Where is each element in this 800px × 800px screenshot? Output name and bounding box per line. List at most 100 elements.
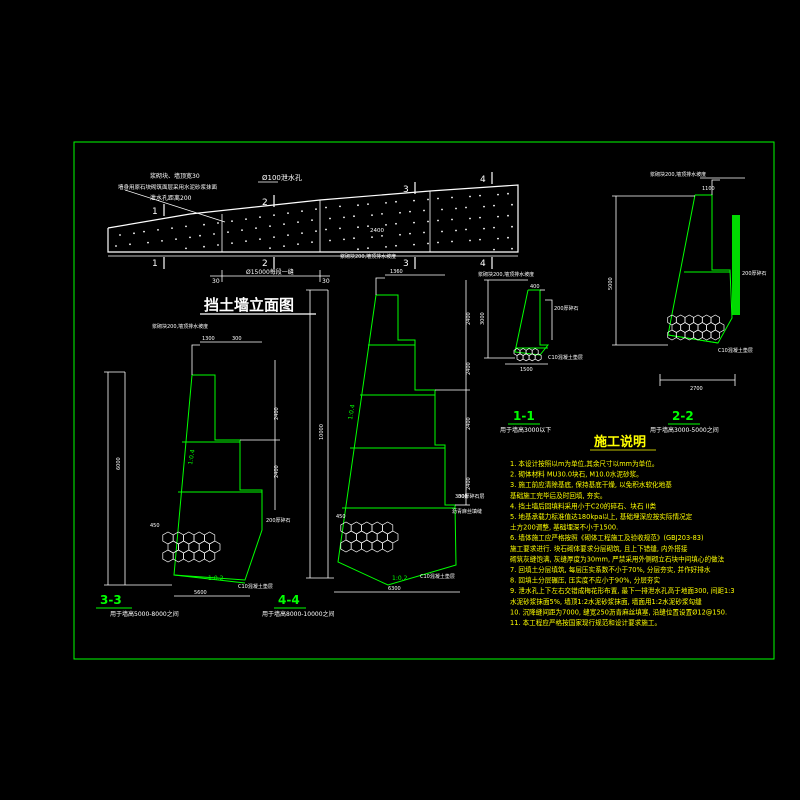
drain-hole-dot bbox=[423, 231, 425, 234]
sec-1-1-dim-1: 400 bbox=[530, 284, 540, 290]
drain-hole-dot bbox=[493, 248, 495, 251]
sec-4-4-dim-2: 2400 bbox=[466, 312, 472, 325]
drain-hole-dot bbox=[409, 232, 411, 235]
gravel-hexagon bbox=[371, 539, 383, 553]
drain-hole-dot bbox=[315, 208, 317, 211]
drain-hole-dot bbox=[283, 223, 285, 226]
elevation-title: 挡土墙立面图 bbox=[204, 296, 294, 314]
drain-hole-dot bbox=[381, 235, 383, 237]
drain-hole-dot bbox=[451, 196, 453, 199]
sec-1-1-note-top: 浆砌块200,墙顶排水坡度 bbox=[478, 271, 534, 278]
drain-hole-dot bbox=[231, 242, 233, 245]
sec-4-4-label: 4-4 bbox=[278, 593, 300, 607]
sec-1-1-dim-3: 1500 bbox=[520, 367, 533, 373]
drain-hole-dot bbox=[441, 230, 443, 233]
sec-4-4-dim-3: 2400 bbox=[466, 362, 472, 375]
note-line: 8. 回填土分层碾压, 压实度不应小于90%, 分层夯实 bbox=[510, 576, 661, 585]
drain-hole-dot bbox=[441, 208, 443, 211]
note-line: 土方200调整, 基础埋深不小于1500. bbox=[510, 523, 618, 532]
drain-hole-dot bbox=[371, 214, 373, 217]
note-line: 6. 墙体施工应严格按照《砌体工程施工及验收规范》(GBJ203-83) bbox=[510, 533, 704, 542]
drain-hole-dot bbox=[273, 214, 275, 217]
elevation-dim-top: 2400 bbox=[370, 228, 384, 234]
gravel-hexagon bbox=[183, 549, 195, 563]
drain-hole-label: Ø100泄水孔 bbox=[262, 173, 302, 182]
drain-hole-dot bbox=[245, 240, 247, 243]
drain-hole-dot bbox=[437, 219, 439, 222]
sec-2-2-note-top: 浆砌块200,墙顶排水坡度 bbox=[650, 171, 706, 178]
drain-hole-dot bbox=[161, 240, 163, 242]
drain-hole-dot bbox=[455, 229, 457, 232]
drain-hole-dot bbox=[297, 243, 299, 246]
drain-hole-dot bbox=[273, 236, 275, 239]
drain-hole-dot bbox=[343, 238, 345, 241]
sec-4-4-dim-8: 6300 bbox=[388, 586, 401, 592]
gravel-hexagon bbox=[350, 539, 362, 553]
drain-hole-dot bbox=[511, 247, 513, 250]
note-line: 1. 本设计按照以m为单位,其余尺寸以mm为单位。 bbox=[510, 459, 658, 468]
drain-hole-dot bbox=[227, 231, 229, 234]
drain-hole-dot bbox=[455, 207, 457, 210]
drain-hole-dot bbox=[507, 192, 509, 195]
drain-hole-dot bbox=[497, 193, 499, 196]
note-line: 9. 泄水孔上下左右交错成梅花形布置, 最下一排泄水孔高于地面300, 间距1:… bbox=[510, 586, 735, 595]
section-2-2: 浆砌块200,墙顶排水坡度 1100 5000 2700 200厚碎石 C10混… bbox=[608, 171, 767, 434]
drain-hole-dot bbox=[437, 241, 439, 244]
drain-hole-dot bbox=[511, 203, 513, 206]
gravel-hexagon bbox=[172, 549, 184, 563]
drain-hole-dot bbox=[357, 204, 359, 207]
drain-hole-dot bbox=[297, 221, 299, 224]
sec-1-1-note-c10: C10混凝土垫层 bbox=[548, 354, 583, 361]
drain-holes bbox=[115, 192, 513, 251]
drain-hole-dot bbox=[129, 243, 131, 246]
sec-3-3-note-c10: C10混凝土垫层 bbox=[238, 583, 273, 590]
sec-2-2-note-c10: C10混凝土垫层 bbox=[718, 347, 753, 354]
gravel-hexagon bbox=[693, 329, 703, 341]
drain-hole-dot bbox=[119, 234, 121, 236]
drain-hole-dot bbox=[217, 244, 219, 246]
sec-3-3-dim-7: 5600 bbox=[194, 590, 207, 596]
drain-hole-dot bbox=[287, 234, 289, 237]
sec-2-2-note: 用于墙高3000-5000之间 bbox=[650, 426, 719, 434]
drain-hole-dot bbox=[343, 216, 345, 219]
note-line: 施工要求进行. 块石砌体要求分层砌筑, 且上下错缝, 内外搭接 bbox=[510, 544, 688, 553]
drain-hole-dot bbox=[259, 216, 261, 219]
drain-hole-dot bbox=[213, 233, 215, 235]
drain-hole-dot bbox=[357, 248, 359, 251]
drain-hole-dot bbox=[409, 210, 411, 213]
drain-hole-dot bbox=[451, 240, 453, 243]
drain-hole-dot bbox=[259, 238, 261, 241]
drain-hole-dot bbox=[469, 217, 471, 220]
sec-4-4-dim-7: 300 bbox=[458, 494, 468, 500]
gravel-hexagons-3-3 bbox=[162, 531, 221, 563]
sec-1-1-label: 1-1 bbox=[513, 409, 535, 423]
drain-hole-dot bbox=[507, 214, 509, 217]
sec-2-2-dim-2: 5000 bbox=[608, 277, 614, 290]
drain-hole-dot bbox=[493, 204, 495, 207]
gravel-hexagon bbox=[522, 353, 530, 362]
elevation-note-1: 浆砌块、墙顶宽30 bbox=[150, 172, 200, 180]
sec-4-4-note: 用于墙高8000-10000之间 bbox=[262, 610, 335, 618]
sec-4-4-dim-4: 2400 bbox=[466, 417, 472, 430]
sec-2-2-note-gravel: 200厚碎石 bbox=[742, 270, 767, 277]
sec-1-1-dim-2: 3000 bbox=[480, 312, 486, 325]
drain-hole-dot bbox=[185, 247, 187, 250]
drain-hole-dot bbox=[511, 225, 513, 228]
drain-hole-dot bbox=[189, 236, 191, 239]
gravel-hexagon bbox=[204, 549, 216, 563]
drain-hole-dot bbox=[357, 226, 359, 229]
note-line: 4. 挡土墙后回填料采用小于C20的碎石、块石 II类 bbox=[510, 501, 656, 510]
drain-hole-dot bbox=[367, 203, 369, 206]
sec-2-2-dim-1: 1100 bbox=[702, 186, 715, 192]
note-line: 5. 地基承载力标准值达180kpa以上, 基础埋深应按实际情况定 bbox=[510, 512, 693, 521]
sec-4-4-note-top: 浆砌块200,墙顶排水坡度 bbox=[340, 253, 396, 260]
sec-marker-top-4: 4 bbox=[480, 175, 486, 185]
sec-4-4-note-gravel: 300厚碎石层 bbox=[455, 493, 485, 500]
note-line: 10. 沉降缝间距为7000, 缝宽250沥青麻丝填塞, 沿缝位置设置Ø12@1… bbox=[510, 607, 727, 616]
sec-marker-top-3: 3 bbox=[403, 185, 409, 195]
gravel-hexagon bbox=[193, 549, 205, 563]
drain-hole-dot bbox=[427, 198, 429, 201]
sec-3-3-label: 3-3 bbox=[100, 593, 122, 607]
drain-hole-dot bbox=[325, 228, 327, 231]
drain-hole-dot bbox=[395, 244, 397, 247]
